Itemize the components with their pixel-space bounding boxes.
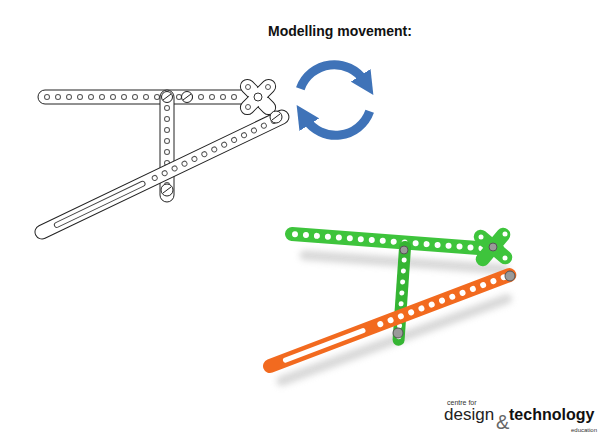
rotation-arrows (300, 65, 369, 136)
green-star-plate (471, 225, 515, 269)
bolts (161, 92, 282, 197)
logo-ampersand: & (496, 411, 509, 433)
green-strip (392, 241, 411, 347)
photo-bolts (393, 243, 515, 338)
logo-text: education (571, 427, 597, 434)
line-strip (160, 90, 174, 202)
orange-slotted-strip (261, 266, 518, 375)
line-slotted-strip (33, 108, 292, 242)
logo-text: design (444, 406, 494, 425)
star-plate (237, 76, 278, 117)
line-strip (38, 90, 254, 104)
slide-title: Modelling movement: (268, 24, 412, 39)
logo-text: technology (509, 406, 594, 424)
green-strip (284, 226, 504, 256)
